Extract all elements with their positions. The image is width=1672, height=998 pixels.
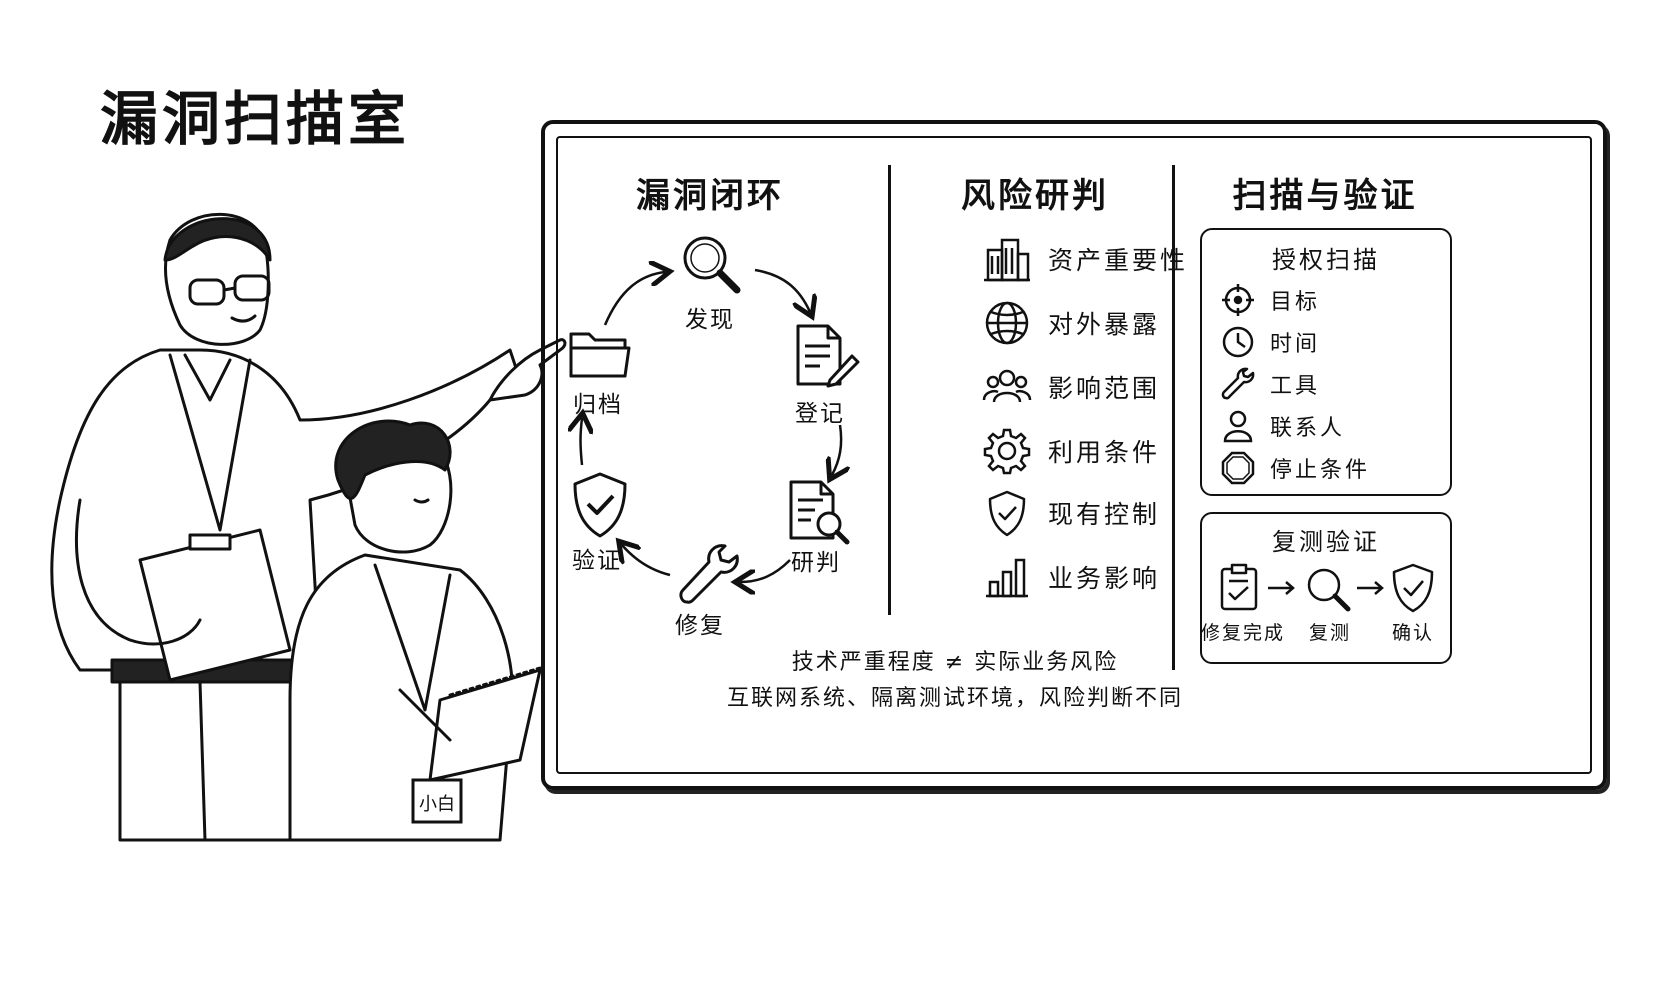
loop-step-archive-label: 归档 (573, 392, 623, 418)
auth-item-target: 目标 (1220, 280, 1320, 320)
risk-item-asset-importance: 资产重要性 (982, 234, 1232, 284)
retest-arrow-2 (1357, 581, 1384, 595)
retest-shield-check-icon (1392, 563, 1434, 613)
retest-title: 复测验证 (1272, 528, 1380, 556)
loop-step-verify-icon (573, 472, 627, 538)
teacher-student-illustration: 小白 (50, 212, 567, 842)
clock-icon (1222, 326, 1254, 358)
note-severity-vs-risk: 技术严重程度 ≠ 实际业务风险 (791, 650, 1119, 675)
building-icon (984, 238, 1030, 282)
loop-step-archive-icon (569, 332, 631, 378)
wrench-icon (1221, 367, 1255, 400)
auth-item-stop-conditions: 停止条件 (1220, 448, 1370, 488)
risk-item-exploit-conditions: 利用条件 (982, 426, 1232, 476)
auth-item-label: 停止条件 (1270, 458, 1371, 483)
student-name-badge: 小白 (419, 794, 455, 815)
auth-item-label: 目标 (1270, 290, 1321, 315)
risk-item-label: 现有控制 (1048, 500, 1161, 529)
gear-icon (983, 428, 1031, 475)
loop-step-register-label: 登记 (795, 401, 845, 427)
loop-step-discover-label: 发现 (685, 307, 735, 333)
loop-step-fix-label: 修复 (675, 613, 725, 639)
risk-item-existing-controls: 现有控制 (982, 488, 1232, 538)
note-environment-difference: 互联网系统、隔离测试环境，风险判断不同 (726, 686, 1183, 711)
column-divider-2 (1172, 165, 1175, 670)
retest-arrow-1 (1268, 581, 1295, 595)
globe-icon (985, 301, 1029, 345)
loop-step-assess-icon (789, 480, 850, 545)
loop-step-discover-icon (683, 236, 741, 294)
stop-octagon-icon (1221, 451, 1255, 485)
auth-item-label: 联系人 (1270, 416, 1346, 441)
clipboard-check-icon (1220, 563, 1258, 611)
whiteboard-surface (556, 136, 1592, 774)
authorized-scan-box (1200, 228, 1452, 496)
whiteboard-frame (541, 120, 1607, 790)
risk-item-label: 影响范围 (1048, 374, 1161, 403)
risk-item-label: 资产重要性 (1048, 246, 1189, 275)
shield-check-icon (988, 490, 1026, 537)
auth-item-tools: 工具 (1220, 364, 1320, 404)
risk-item-external-exposure: 对外暴露 (982, 298, 1232, 348)
people-icon (982, 369, 1032, 403)
loop-step-assess-label: 研判 (791, 550, 841, 576)
loop-section-title: 漏洞闭环 (636, 176, 784, 216)
risk-item-label: 业务影响 (1048, 564, 1161, 593)
loop-step-register-icon (796, 324, 860, 388)
risk-item-label: 利用条件 (1048, 438, 1161, 467)
loop-step-fix-icon (679, 544, 739, 604)
retest-step-fixed-label: 修复完成 (1200, 622, 1285, 644)
risk-item-business-impact: 业务影响 (982, 552, 1232, 602)
page-title: 漏洞扫描室 (100, 85, 411, 153)
retest-box (1200, 512, 1452, 664)
retest-magnifier-icon (1307, 568, 1351, 612)
auth-item-label: 工具 (1270, 374, 1321, 399)
bar-chart-icon (986, 558, 1028, 598)
auth-item-time: 时间 (1220, 322, 1320, 362)
risk-item-impact-scope: 影响范围 (982, 362, 1232, 412)
column-divider-1 (888, 165, 891, 615)
retest-step-retest-label: 复测 (1308, 622, 1351, 644)
loop-step-verify-label: 验证 (572, 548, 622, 574)
auth-item-contact: 联系人 (1220, 406, 1345, 446)
retest-step-confirm-label: 确认 (1391, 622, 1434, 644)
risk-section-title: 风险研判 (961, 176, 1109, 216)
auth-item-label: 时间 (1270, 332, 1321, 357)
loop-cycle-arrows (560, 230, 890, 630)
risk-item-label: 对外暴露 (1048, 310, 1161, 339)
authorized-scan-title: 授权扫描 (1272, 246, 1380, 274)
person-icon (1223, 410, 1253, 443)
crosshair-icon (1222, 284, 1254, 316)
scan-section-title: 扫描与验证 (1232, 176, 1418, 216)
